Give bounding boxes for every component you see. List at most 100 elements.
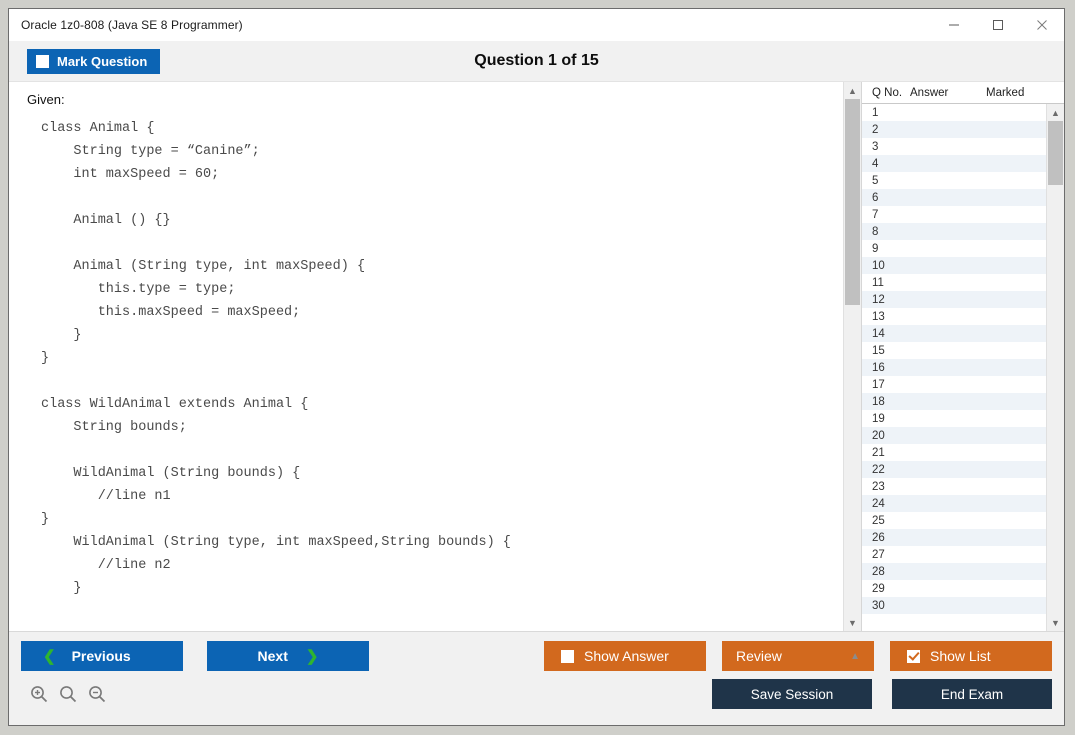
list-scroll-track[interactable] <box>1047 121 1064 614</box>
mark-question-button[interactable]: Mark Question <box>27 48 161 74</box>
zoom-icon[interactable] <box>58 684 78 704</box>
next-button[interactable]: Next ❯ <box>207 641 369 671</box>
minimize-button[interactable] <box>932 9 976 41</box>
question-list-row[interactable]: 12 <box>862 291 1046 308</box>
content-scroll-thumb[interactable] <box>845 99 860 305</box>
question-list-row[interactable]: 1 <box>862 104 1046 121</box>
scroll-up-icon[interactable]: ▲ <box>848 85 857 96</box>
review-label: Review <box>736 648 782 664</box>
zoom-controls <box>21 684 107 704</box>
question-list-row[interactable]: 28 <box>862 563 1046 580</box>
question-number-cell: 20 <box>872 429 885 442</box>
question-number-cell: 19 <box>872 412 885 425</box>
question-number-cell: 28 <box>872 565 885 578</box>
list-scroll-up-icon[interactable]: ▲ <box>1051 107 1060 118</box>
exam-window: Oracle 1z0-808 (Java SE 8 Programmer) Ma… <box>8 8 1065 726</box>
page-title: Question 1 of 15 <box>474 52 599 69</box>
question-list-row[interactable]: 27 <box>862 546 1046 563</box>
question-number-cell: 26 <box>872 531 885 544</box>
show-list-button[interactable]: Show List <box>890 641 1052 671</box>
question-list-row[interactable]: 11 <box>862 274 1046 291</box>
end-exam-label: End Exam <box>940 686 1004 702</box>
code-snippet: class Animal { String type = “Canine”; i… <box>41 121 511 596</box>
question-list-row[interactable]: 29 <box>862 580 1046 597</box>
question-list-row[interactable]: 25 <box>862 512 1046 529</box>
question-number-cell: 14 <box>872 327 885 340</box>
question-list-row[interactable]: 30 <box>862 597 1046 614</box>
question-list-row[interactable]: 16 <box>862 359 1046 376</box>
scroll-down-icon[interactable]: ▼ <box>848 617 857 628</box>
footer-row-secondary: Save Session End Exam <box>21 678 1052 710</box>
mark-question-label: Mark Question <box>57 53 148 69</box>
chevron-left-icon: ❮ <box>43 648 56 665</box>
question-number-cell: 22 <box>872 463 885 476</box>
question-number-cell: 29 <box>872 582 885 595</box>
chevron-right-icon: ❯ <box>305 648 319 665</box>
question-list-scrollbar[interactable]: ▲ ▼ <box>1046 104 1064 631</box>
next-label: Next <box>257 648 288 664</box>
window-controls <box>932 9 1064 41</box>
question-number-cell: 7 <box>872 208 879 221</box>
show-list-checkbox-icon[interactable] <box>907 649 920 663</box>
question-list-row[interactable]: 5 <box>862 172 1046 189</box>
question-list-row[interactable]: 21 <box>862 444 1046 461</box>
question-list-row[interactable]: 13 <box>862 308 1046 325</box>
show-answer-checkbox-icon[interactable] <box>561 649 574 663</box>
question-list-row[interactable]: 20 <box>862 427 1046 444</box>
question-list-row[interactable]: 10 <box>862 257 1046 274</box>
question-number-cell: 1 <box>872 106 879 119</box>
question-number-cell: 15 <box>872 344 885 357</box>
question-list-row[interactable]: 7 <box>862 206 1046 223</box>
question-number-cell: 18 <box>872 395 885 408</box>
question-list-row[interactable]: 3 <box>862 138 1046 155</box>
content-scroll-track[interactable] <box>844 99 861 614</box>
given-label: Given: <box>27 92 65 107</box>
question-content-panel: Given: class Animal { String type = “Can… <box>9 82 861 631</box>
question-list-row[interactable]: 9 <box>862 240 1046 257</box>
show-answer-button[interactable]: Show Answer <box>544 641 706 671</box>
question-list-row[interactable]: 19 <box>862 410 1046 427</box>
close-button[interactable] <box>1020 9 1064 41</box>
question-list-row[interactable]: 15 <box>862 342 1046 359</box>
list-scroll-down-icon[interactable]: ▼ <box>1051 617 1060 628</box>
zoom-in-icon[interactable] <box>29 684 49 704</box>
save-session-button[interactable]: Save Session <box>712 679 872 709</box>
question-list-row[interactable]: 2 <box>862 121 1046 138</box>
footer-toolbar: ❮ Previous Next ❯ Show Answer Review ▲ <box>9 631 1064 725</box>
title-bar: Oracle 1z0-808 (Java SE 8 Programmer) <box>9 9 1064 41</box>
question-list-row[interactable]: 18 <box>862 393 1046 410</box>
question-list-row[interactable]: 8 <box>862 223 1046 240</box>
question-list-row[interactable]: 4 <box>862 155 1046 172</box>
column-header-marked: Marked <box>986 86 1025 99</box>
question-list-row[interactable]: 24 <box>862 495 1046 512</box>
maximize-button[interactable] <box>976 9 1020 41</box>
zoom-out-icon[interactable] <box>87 684 107 704</box>
review-dropdown[interactable]: Review ▲ <box>722 641 874 671</box>
question-list-row[interactable]: 17 <box>862 376 1046 393</box>
question-list-row[interactable]: 6 <box>862 189 1046 206</box>
question-list-row[interactable]: 22 <box>862 461 1046 478</box>
question-number-cell: 27 <box>872 548 885 561</box>
mark-question-checkbox-icon[interactable] <box>36 54 49 68</box>
question-number-cell: 17 <box>872 378 885 391</box>
list-scroll-thumb[interactable] <box>1048 121 1063 186</box>
end-exam-button[interactable]: End Exam <box>892 679 1052 709</box>
content-scrollbar[interactable]: ▲ ▼ <box>843 82 861 631</box>
question-number-cell: 10 <box>872 259 885 272</box>
main-region: Given: class Animal { String type = “Can… <box>9 81 1064 631</box>
question-number-cell: 21 <box>872 446 885 459</box>
question-list-row[interactable]: 26 <box>862 529 1046 546</box>
question-number-cell: 11 <box>872 276 884 289</box>
header-bar: Mark Question Question 1 of 15 <box>9 41 1064 81</box>
question-list-row[interactable]: 14 <box>862 325 1046 342</box>
window-title: Oracle 1z0-808 (Java SE 8 Programmer) <box>21 18 243 32</box>
show-list-label: Show List <box>930 648 991 664</box>
question-number-cell: 2 <box>872 123 879 136</box>
footer-row-primary: ❮ Previous Next ❯ Show Answer Review ▲ <box>21 640 1052 672</box>
question-content: Given: class Animal { String type = “Can… <box>9 82 843 631</box>
question-number-cell: 6 <box>872 191 879 204</box>
question-list-row[interactable]: 23 <box>862 478 1046 495</box>
previous-button[interactable]: ❮ Previous <box>21 641 183 671</box>
